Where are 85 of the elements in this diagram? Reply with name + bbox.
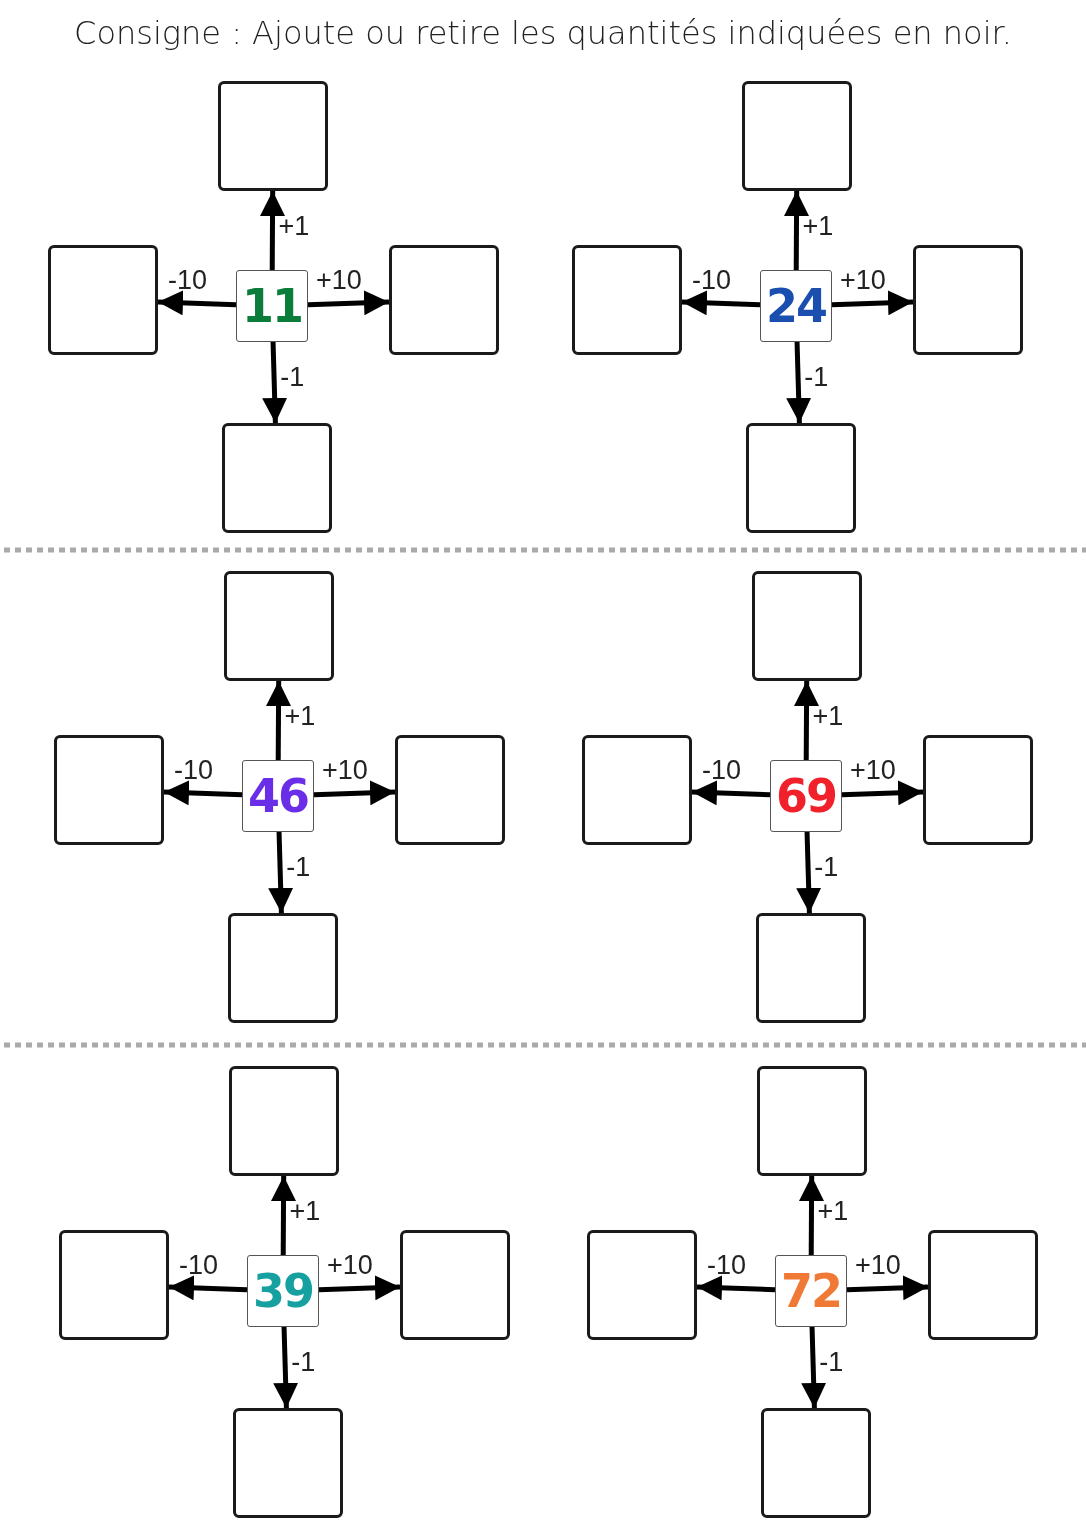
answer-box xyxy=(395,735,505,845)
arrow xyxy=(157,290,237,316)
edge-label: -10 xyxy=(707,1252,747,1280)
answer-box xyxy=(742,81,852,191)
answer-box xyxy=(752,571,862,681)
arrow xyxy=(841,780,924,806)
answer-box xyxy=(48,245,158,355)
number: 39 xyxy=(253,1268,313,1314)
answer-box xyxy=(761,1408,871,1518)
edge-label: +1 xyxy=(802,213,834,240)
edge-label: -10 xyxy=(702,757,742,785)
arrow xyxy=(784,191,810,270)
answer-box xyxy=(400,1230,510,1340)
edge-label: +10 xyxy=(855,1252,901,1280)
arrow xyxy=(307,290,390,316)
edge-label: +10 xyxy=(316,267,362,295)
answer-box xyxy=(218,81,328,191)
edge-label: -1 xyxy=(804,364,829,391)
arrow xyxy=(318,1275,401,1301)
answer-box xyxy=(756,913,866,1023)
edge-label: +1 xyxy=(817,1198,849,1225)
arrow xyxy=(262,341,288,424)
edge-label: -1 xyxy=(819,1349,844,1376)
arrow xyxy=(794,681,820,760)
arrow xyxy=(273,1326,299,1409)
arrow xyxy=(271,1176,297,1255)
arrow xyxy=(266,681,292,760)
arrow xyxy=(786,341,812,424)
edge-label: +10 xyxy=(840,267,886,295)
answer-box xyxy=(582,735,692,845)
number: 72 xyxy=(781,1268,841,1314)
edge-label: +1 xyxy=(278,213,310,240)
answer-box xyxy=(923,735,1033,845)
number: 69 xyxy=(776,773,836,819)
answer-box xyxy=(222,423,332,533)
arrow xyxy=(696,1275,776,1301)
answer-box xyxy=(572,245,682,355)
arrow xyxy=(801,1326,827,1409)
edge-label: +1 xyxy=(284,703,316,730)
number: 24 xyxy=(766,283,826,329)
answer-box xyxy=(746,423,856,533)
number-box xyxy=(775,1255,847,1327)
answer-box xyxy=(389,245,499,355)
edge-label: +10 xyxy=(322,757,368,785)
arrow xyxy=(268,831,294,914)
edge-label: -10 xyxy=(168,267,208,295)
arrow xyxy=(796,831,822,914)
edge-label: -1 xyxy=(280,364,305,391)
edge-label: +1 xyxy=(289,1198,321,1225)
arrow xyxy=(168,1275,248,1301)
answer-box xyxy=(228,913,338,1023)
edge-label: -1 xyxy=(814,854,839,881)
answer-box xyxy=(59,1230,169,1340)
edge-label: +1 xyxy=(812,703,844,730)
edge-label: -10 xyxy=(692,267,732,295)
arrow xyxy=(846,1275,929,1301)
arrow xyxy=(313,780,396,806)
number-box xyxy=(770,760,842,832)
answer-box xyxy=(757,1066,867,1176)
number: 11 xyxy=(242,283,302,329)
answer-box xyxy=(928,1230,1038,1340)
number-box xyxy=(242,760,314,832)
edge-label: -1 xyxy=(286,854,311,881)
arrow xyxy=(260,191,286,270)
number-box xyxy=(247,1255,319,1327)
answer-box xyxy=(224,571,334,681)
arrow xyxy=(799,1176,825,1255)
arrow xyxy=(681,290,761,316)
answer-box xyxy=(913,245,1023,355)
answer-box xyxy=(233,1408,343,1518)
edge-label: -10 xyxy=(179,1252,219,1280)
arrow xyxy=(163,780,243,806)
answer-box xyxy=(587,1230,697,1340)
answer-box xyxy=(54,735,164,845)
number-box xyxy=(236,270,308,342)
answer-box xyxy=(229,1066,339,1176)
instruction-text: Consigne : Ajoute ou retire les quantités indiquées en noir. xyxy=(73,14,1013,52)
arrow xyxy=(691,780,771,806)
edge-label: +10 xyxy=(850,757,896,785)
number-box xyxy=(760,270,832,342)
arrow xyxy=(831,290,914,316)
edge-label: -10 xyxy=(174,757,214,785)
number: 46 xyxy=(248,773,308,819)
edge-label: +10 xyxy=(327,1252,373,1280)
edge-label: -1 xyxy=(291,1349,316,1376)
